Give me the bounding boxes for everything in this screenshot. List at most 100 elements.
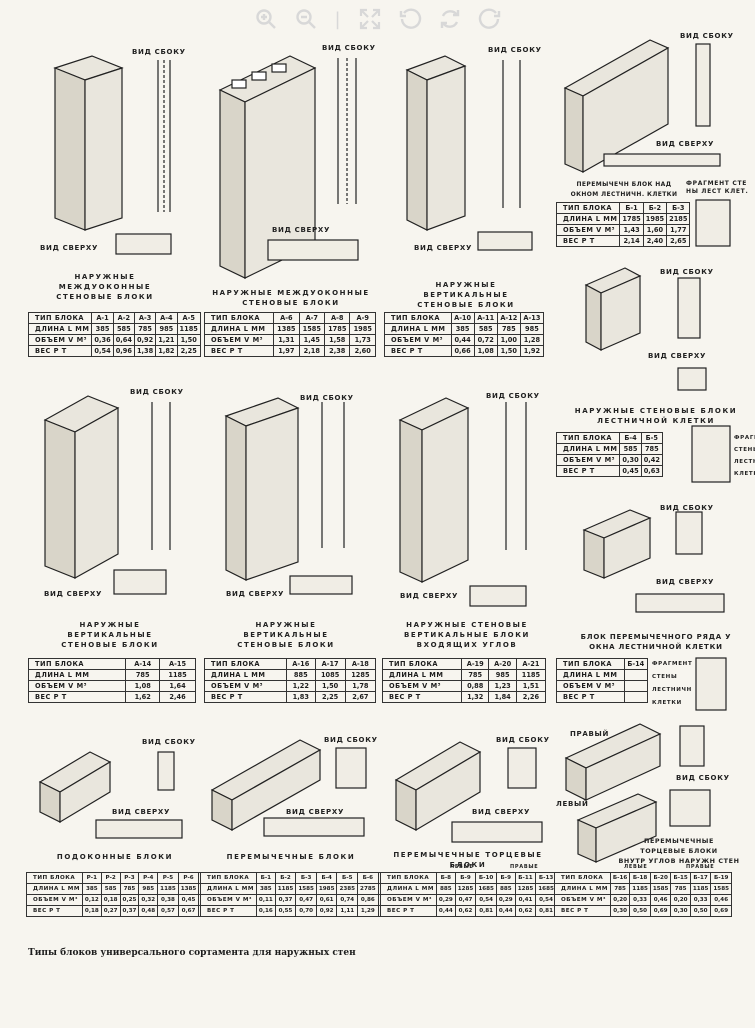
table-row: ДЛИНА L ММ385585785985118513851585 bbox=[26, 883, 220, 895]
table-cell bbox=[623, 691, 649, 703]
table-cell: 0,50 bbox=[629, 905, 651, 917]
row-header: ТИП БЛОКА bbox=[203, 658, 288, 670]
table-cell: 2,46 bbox=[159, 691, 196, 703]
table-cell: 0,36 bbox=[91, 334, 114, 346]
table-cell: 1,29 bbox=[357, 905, 379, 917]
row-header: ТИП БЛОКА bbox=[381, 658, 463, 670]
fullscreen-icon[interactable] bbox=[357, 6, 383, 32]
table-cell: А-10 bbox=[450, 312, 475, 324]
row-header: ОБЪЕМ V М³ bbox=[384, 334, 452, 346]
table-cell: А-16 bbox=[286, 658, 316, 670]
top-view-label: ВИД СВЕРХУ bbox=[272, 226, 331, 234]
table-cell: 1185 bbox=[629, 883, 651, 895]
table-cell: 1,84 bbox=[488, 691, 517, 703]
table-cell: 385 bbox=[81, 883, 102, 895]
table-cell: 0,55 bbox=[274, 905, 297, 917]
row-header: ТИП БЛОКА bbox=[27, 658, 127, 670]
table-cell: Б-8 bbox=[435, 872, 456, 884]
row-header: ОБЪЕМ V М³ bbox=[203, 680, 288, 692]
row-header: ОБЪЕМ V М³ bbox=[554, 894, 611, 906]
table-cell: 2785 bbox=[357, 883, 379, 895]
table-cell: 585 bbox=[112, 323, 135, 335]
table-cell: 1,45 bbox=[298, 334, 326, 346]
table-cell: Б-10 bbox=[475, 872, 497, 884]
table-subheader: ЛЕВЫЕ bbox=[450, 864, 474, 870]
table-cell: 1585 bbox=[710, 883, 732, 895]
top-view-label: ВИД СВЕРХУ bbox=[40, 244, 99, 252]
zoom-in-icon[interactable] bbox=[253, 6, 279, 32]
table-cell: 0,46 bbox=[710, 894, 732, 906]
table-cell: 1,08 bbox=[473, 345, 498, 357]
table-cell: Б-11 bbox=[514, 872, 537, 884]
table-cell: 0,74 bbox=[336, 894, 359, 906]
top-view-label: ВИД СВЕРХУ bbox=[286, 808, 345, 816]
row-header: ТИП БЛОКА bbox=[384, 312, 452, 324]
row-header: ВЕС Р Т bbox=[203, 691, 288, 703]
table-cell: А-20 bbox=[488, 658, 517, 670]
table-cell: 1,78 bbox=[344, 680, 377, 692]
table-cell: 885 bbox=[495, 883, 516, 895]
left-label: ЛЕВЫЙ bbox=[556, 800, 589, 808]
table-cell: 0,81 bbox=[475, 905, 497, 917]
table-cell: 0,62 bbox=[454, 905, 477, 917]
table-cell: Б-9 bbox=[495, 872, 516, 884]
table-cell: 1185 bbox=[157, 883, 179, 895]
table-row: ВЕС Р Т bbox=[556, 691, 649, 703]
table-cell: А-11 bbox=[473, 312, 498, 324]
block-drawing-a16 bbox=[224, 397, 353, 595]
table-cell: 0,88 bbox=[461, 680, 490, 692]
block-drawing-a14 bbox=[43, 395, 171, 595]
table-cell: 1185 bbox=[176, 323, 201, 335]
rotate-left-icon[interactable] bbox=[397, 6, 423, 32]
reset-icon[interactable] bbox=[437, 6, 463, 32]
rotate-right-icon[interactable] bbox=[477, 6, 503, 32]
caption: НАРУЖНЫЕ ВЕРТИКАЛЬНЫЕ СТЕНОВЫЕ БЛОКИ bbox=[237, 621, 335, 649]
table-cell: 1,50 bbox=[496, 345, 521, 357]
row-header: ОБЪЕМ V М³ bbox=[200, 894, 257, 906]
table-subheader: ПРАВЫЕ bbox=[510, 864, 539, 870]
table-cell: А-12 bbox=[496, 312, 521, 324]
row-header: ДЛИНА L ММ bbox=[555, 213, 621, 225]
table-cell: А-1 bbox=[91, 312, 114, 324]
side-view-label: ВИД СБОКУ bbox=[488, 46, 542, 54]
table-cell: 585 bbox=[473, 323, 498, 335]
table-cell: Р-5 bbox=[157, 872, 179, 884]
side-view-label: ВИД СБОКУ bbox=[130, 388, 184, 396]
table-cell: 2,25 bbox=[176, 345, 201, 357]
block-drawing-b8 bbox=[394, 741, 543, 843]
table-cell: 785 bbox=[125, 669, 161, 681]
table-cell: 0,29 bbox=[495, 894, 516, 906]
table-cell: 0,44 bbox=[495, 905, 516, 917]
row-header: ВЕС Р Т bbox=[556, 691, 625, 703]
top-view-label: ВИД СВЕРХУ bbox=[44, 590, 103, 598]
table-cell: Б-17 bbox=[689, 872, 712, 884]
top-view-label: ВИД СВЕРХУ bbox=[112, 808, 171, 816]
table-cell: 985 bbox=[519, 323, 545, 335]
table-cell: 0,54 bbox=[91, 345, 114, 357]
table-cell: 1185 bbox=[159, 669, 196, 681]
zoom-out-icon[interactable] bbox=[293, 6, 319, 32]
row-header: ВЕС Р Т bbox=[555, 465, 621, 477]
table-cell: Б-4 bbox=[619, 432, 642, 444]
row-header: ОБЪЕМ V М³ bbox=[555, 224, 621, 236]
table-cell: А-13 bbox=[519, 312, 545, 324]
side-view-label: ВИД СБОКУ bbox=[132, 48, 186, 56]
block-drawing-a1 bbox=[53, 55, 172, 255]
table-cell: Б-3 bbox=[666, 202, 691, 214]
table-cell: 2,18 bbox=[298, 345, 326, 357]
row-header: ДЛИНА L ММ bbox=[381, 669, 463, 681]
table-cell: 2,38 bbox=[324, 345, 351, 357]
